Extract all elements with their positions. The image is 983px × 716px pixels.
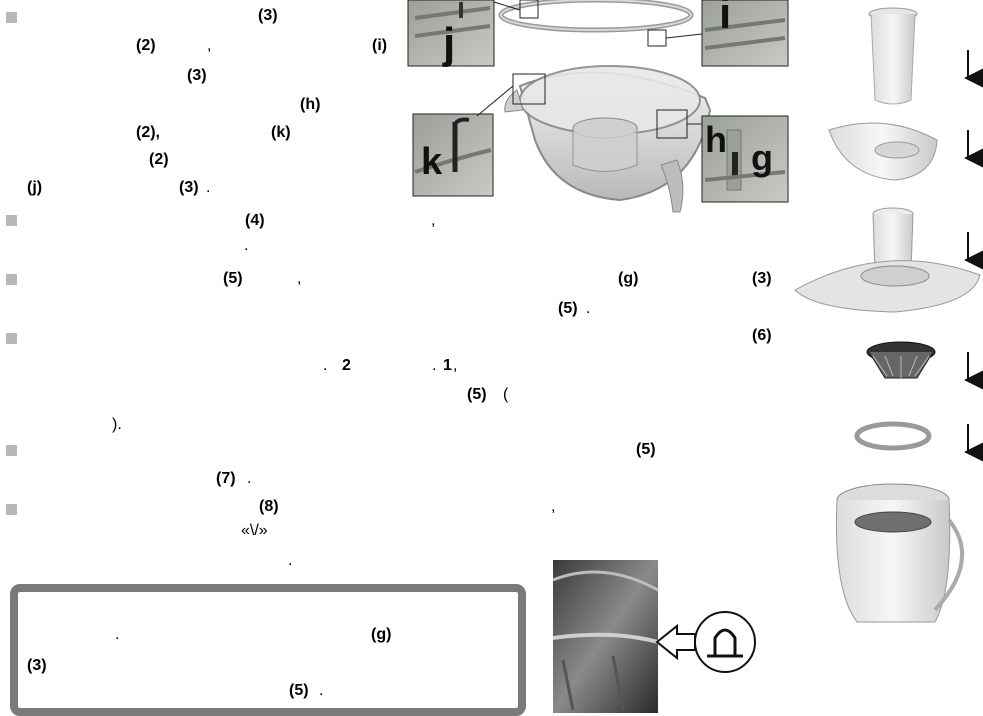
step1-ref-2: (2) (136, 37, 156, 54)
step2-ref-4: (4) (245, 212, 265, 229)
step2-comma: , (431, 212, 436, 229)
step3-ref-3: (3) (752, 270, 772, 287)
step4-ref-5: (5) (467, 386, 487, 403)
step1-ref-2c: (2) (149, 151, 169, 168)
note-ref-3: (3) (27, 657, 47, 674)
bullet-2 (6, 215, 17, 226)
step1-ref-i: (i) (372, 37, 388, 54)
step5-ref-5: (5) (636, 441, 656, 458)
callout-j: j (442, 19, 455, 68)
bullet-3 (6, 274, 17, 285)
step1-ref-3: (3) (258, 7, 278, 24)
bullet-4 (6, 333, 17, 344)
step4-paren-open: ( (503, 386, 509, 403)
step1-ref-2b: (2), (136, 124, 160, 141)
step4-paren-close: ). (112, 416, 122, 433)
bullet-6 (6, 504, 17, 515)
step3-ref-5: (5) (223, 270, 243, 287)
feed-tube-cover-part (794, 207, 981, 313)
callout-g: g (751, 137, 773, 178)
step1-ref-k: (k) (271, 124, 291, 141)
step4-dot-a: . (323, 357, 328, 374)
step2-dot: . (244, 237, 249, 254)
step3-dot: . (586, 300, 591, 317)
step6-dot: . (288, 552, 293, 569)
callout-h: h (705, 119, 727, 160)
step5-dot: . (247, 470, 252, 487)
step6-symbol: «\/» (241, 522, 268, 539)
step6-comma: , (551, 498, 556, 515)
step3-ref-5b: (5) (558, 300, 578, 317)
juice-container-part (835, 483, 964, 623)
step4-num-2: 2 (342, 357, 351, 374)
step4-ref-6: (6) (752, 327, 772, 344)
lid-part (828, 122, 938, 181)
step4-dot-b: . (432, 357, 437, 374)
exploded-parts-column (794, 7, 983, 623)
note-dot: . (115, 626, 120, 643)
step1-ref-3c: (3) (179, 179, 199, 196)
callout-k: k (421, 141, 443, 183)
seal-detail-photo (553, 560, 756, 713)
note-ref-5: (5) (289, 682, 309, 699)
step1-ref-h: (h) (300, 96, 321, 113)
filter-basket-part (866, 341, 936, 379)
step1-dot: . (206, 179, 211, 196)
lid-seal-illustration: j i k h g (407, 0, 789, 213)
step4-num-1: 1 (443, 357, 452, 374)
sealing-ring-part (854, 421, 932, 451)
step1-ref-3b: (3) (187, 67, 207, 84)
seal-tab-icon (707, 628, 743, 658)
note-box (10, 584, 526, 716)
step4-comma: , (453, 357, 458, 374)
note-end-dot: . (319, 682, 324, 699)
pusher-part (868, 7, 918, 105)
step6-ref-8: (8) (259, 498, 279, 515)
callout-i: i (719, 0, 731, 38)
step1-ref-j: (j) (27, 179, 43, 196)
note-ref-g: (g) (371, 626, 392, 643)
step3-comma: , (297, 270, 302, 287)
bullet-5 (6, 445, 17, 456)
step1-comma: , (207, 37, 212, 54)
step5-ref-7: (7) (216, 470, 236, 487)
step3-ref-g: (g) (618, 270, 639, 287)
bullet-1 (6, 12, 17, 23)
